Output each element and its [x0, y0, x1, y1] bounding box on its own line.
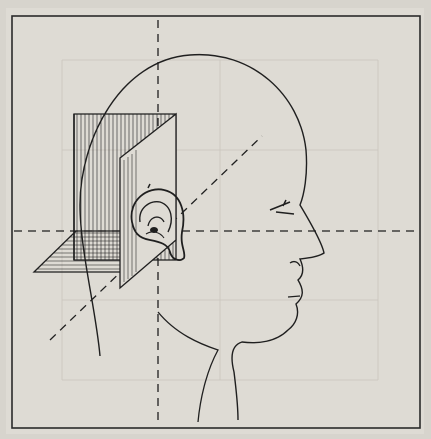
ear-canal-mark [150, 227, 158, 233]
paper-background [6, 8, 424, 434]
